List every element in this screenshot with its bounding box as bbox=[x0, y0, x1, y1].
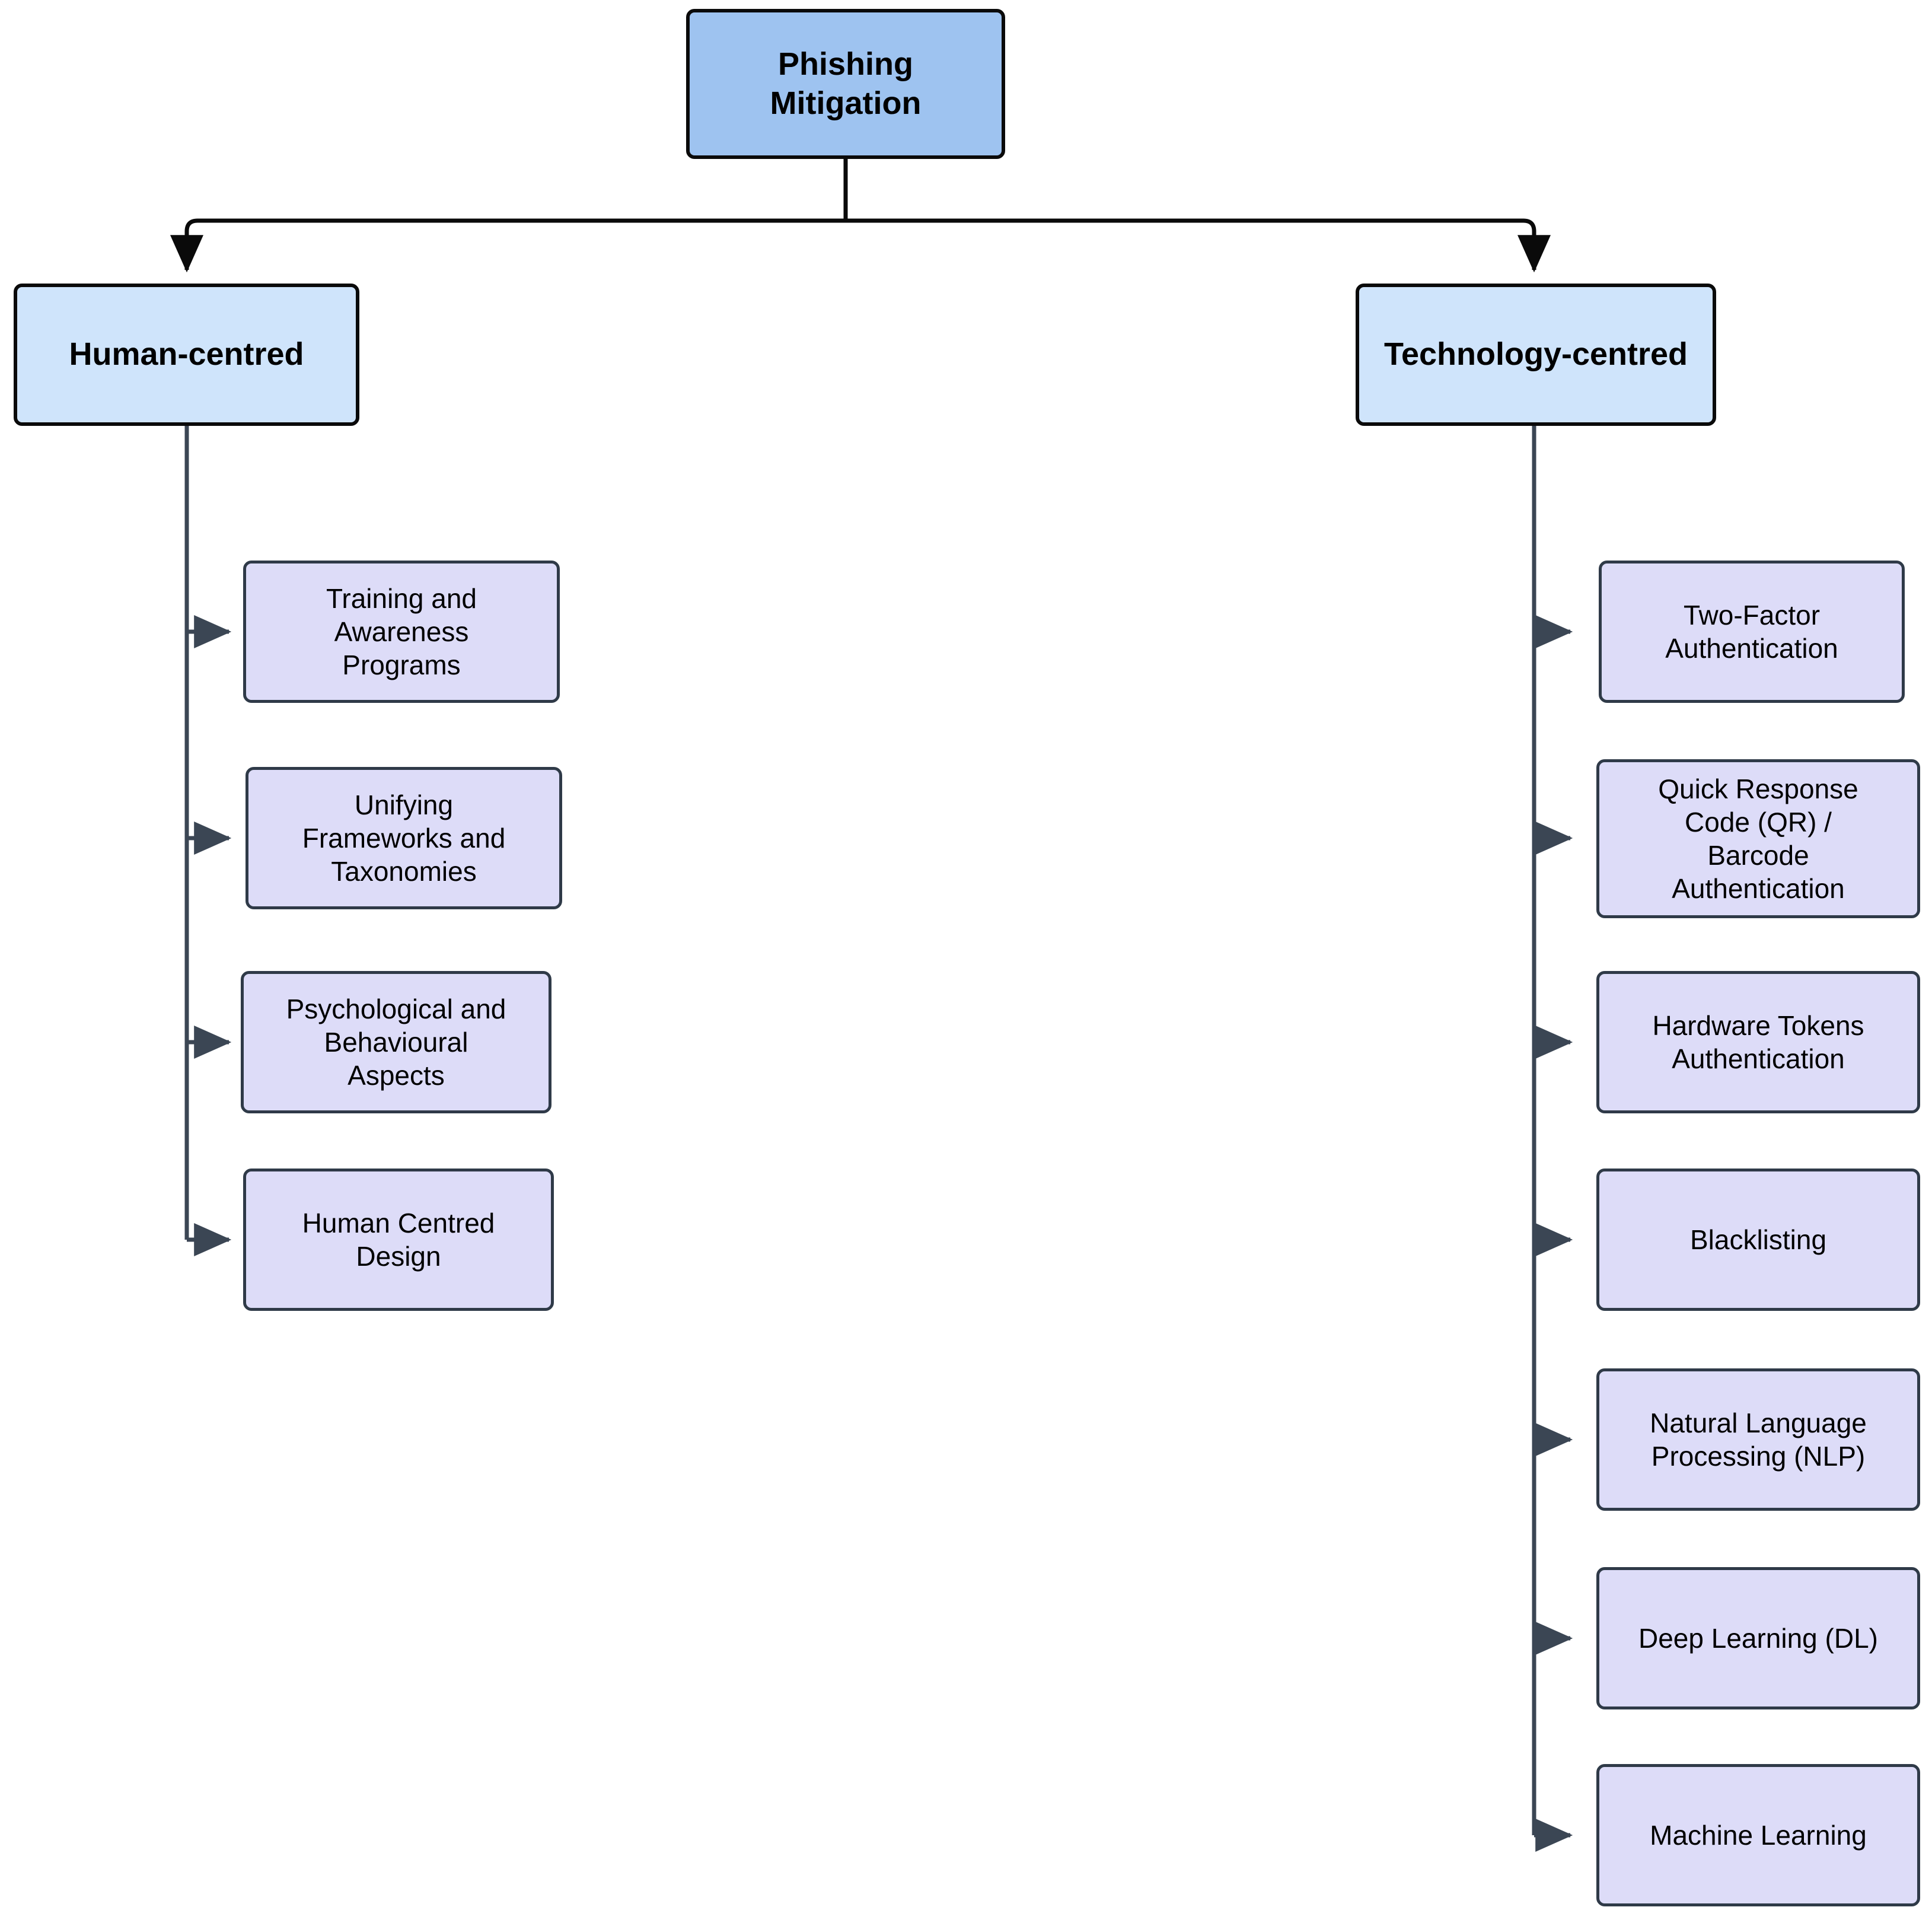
node-human-centred[interactable]: Human-centred bbox=[14, 284, 359, 426]
node-two-factor-authentication-label: Two-Factor Authentication bbox=[1665, 599, 1838, 664]
edge-root-to-human-centred bbox=[170, 218, 846, 273]
node-human-centred-label: Human-centred bbox=[69, 336, 304, 372]
node-unifying-frameworks-and-taxonomies-label: Unifying Frameworks and Taxonomies bbox=[302, 789, 506, 887]
node-blacklisting[interactable]: Blacklisting bbox=[1596, 1169, 1920, 1311]
node-deep-learning-dl-label: Deep Learning (DL) bbox=[1638, 1622, 1878, 1654]
node-human-centred-design[interactable]: Human Centred Design bbox=[243, 1169, 554, 1311]
node-psychological-and-behavioural-aspects-label: Psychological and Behavioural Aspects bbox=[286, 993, 506, 1091]
node-training-and-awareness-programs-label: Training and Awareness Programs bbox=[326, 582, 477, 681]
edge-root-to-technology-centred bbox=[846, 218, 1551, 273]
node-psychological-and-behavioural-aspects[interactable]: Psychological and Behavioural Aspects bbox=[241, 971, 551, 1113]
node-technology-centred-label: Technology-centred bbox=[1383, 336, 1688, 372]
node-quick-response-code-qr-barcode-authentication-label: Quick Response Code (QR) / Barcode Authe… bbox=[1658, 773, 1858, 905]
node-natural-language-processing-nlp-label: Natural Language Processing (NLP) bbox=[1650, 1407, 1867, 1472]
node-hardware-tokens-authentication[interactable]: Hardware Tokens Authentication bbox=[1596, 971, 1920, 1113]
node-blacklisting-label: Blacklisting bbox=[1689, 1224, 1827, 1255]
node-hardware-tokens-authentication-label: Hardware Tokens Authentication bbox=[1652, 1010, 1864, 1074]
node-natural-language-processing-nlp[interactable]: Natural Language Processing (NLP) bbox=[1596, 1368, 1920, 1511]
node-machine-learning[interactable]: Machine Learning bbox=[1596, 1764, 1920, 1906]
node-deep-learning-dl[interactable]: Deep Learning (DL) bbox=[1596, 1567, 1920, 1709]
node-machine-learning-label: Machine Learning bbox=[1650, 1819, 1867, 1851]
node-unifying-frameworks-and-taxonomies[interactable]: Unifying Frameworks and Taxonomies bbox=[246, 767, 562, 909]
node-human-centred-design-label: Human Centred Design bbox=[302, 1207, 495, 1272]
node-phishing-mitigation-label: Phishing Mitigation bbox=[770, 46, 922, 121]
node-two-factor-authentication[interactable]: Two-Factor Authentication bbox=[1599, 561, 1905, 703]
node-technology-centred[interactable]: Technology-centred bbox=[1356, 284, 1716, 426]
node-phishing-mitigation[interactable]: Phishing Mitigation bbox=[686, 9, 1005, 159]
node-quick-response-code-qr-barcode-authentication[interactable]: Quick Response Code (QR) / Barcode Authe… bbox=[1596, 759, 1920, 918]
node-training-and-awareness-programs[interactable]: Training and Awareness Programs bbox=[243, 561, 560, 703]
